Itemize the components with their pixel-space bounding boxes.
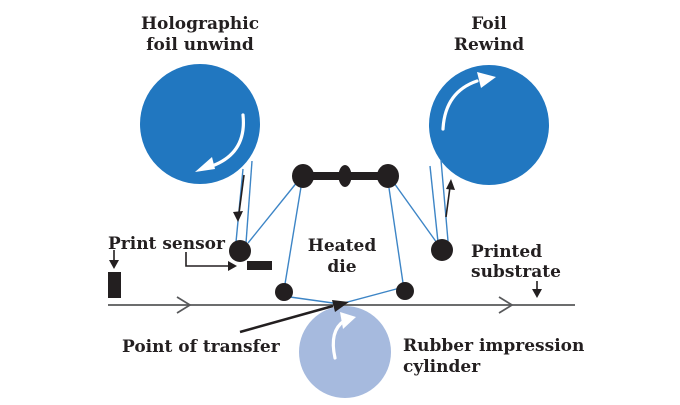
- rubber-cylinder-label-line2: cylinder: [403, 357, 481, 377]
- point-of-transfer-label: Point of transfer: [122, 337, 281, 357]
- foil-down-arrowhead-icon: [233, 211, 243, 222]
- printed-substrate-label-line1: Printed: [471, 242, 542, 262]
- web-direction-chevron-left-icon: [176, 296, 192, 314]
- print-sensor-group: Print sensor: [108, 234, 272, 298]
- idler-roller-right: [431, 239, 453, 261]
- idler-roller-bottom-left: [275, 283, 293, 301]
- foil-up-arrowhead-icon: [446, 179, 455, 190]
- foil-path-segment: [440, 159, 449, 242]
- idler-roller-bottom-right: [396, 282, 414, 300]
- rewind-station: Foil Rewind: [429, 14, 549, 185]
- idler-roller-left: [229, 240, 251, 262]
- rewind-label-line1: Foil: [471, 14, 507, 34]
- idler-rollers: [229, 239, 453, 301]
- die-end-left: [292, 164, 314, 188]
- rubber-cylinder-group: Rubber impression cylinder: [299, 306, 584, 398]
- rubber-rotation-arrowhead-icon: [340, 312, 356, 329]
- rewind-roll: [429, 65, 549, 185]
- foil-down-arrow-icon: [238, 174, 245, 214]
- foil-path-segment: [388, 187, 404, 284]
- point-of-transfer-group: Point of transfer: [122, 300, 349, 357]
- printed-substrate-label-line2: substrate: [471, 262, 561, 282]
- sensor-mark-bar: [247, 261, 272, 270]
- transfer-pointer-arrowhead-icon: [332, 300, 349, 312]
- rubber-impression-cylinder: [299, 306, 391, 398]
- web-direction-chevron-right-icon: [498, 296, 514, 314]
- foil-path-segment: [284, 186, 302, 285]
- print-sensor-pointer-arrowhead-icon: [228, 261, 237, 271]
- printed-substrate-group: Printed substrate: [471, 242, 561, 298]
- foil-web-path: [235, 159, 449, 305]
- rewind-rotation-arrowhead-icon: [477, 72, 496, 88]
- foil-path-segment: [245, 160, 253, 244]
- transfer-pointer-line: [239, 304, 334, 334]
- die-center-hub: [338, 165, 352, 187]
- print-sensor-label: Print sensor: [108, 234, 226, 254]
- rubber-rotation-arrow-icon: [331, 319, 346, 360]
- unwind-rotation-arrow-icon: [210, 113, 246, 168]
- foil-up-arrow-icon: [445, 186, 451, 218]
- unwind-label-line1: Holographic: [141, 14, 259, 34]
- foil-path-segment: [393, 182, 438, 244]
- print-sensor-device: [108, 272, 121, 298]
- rubber-cylinder-label-line1: Rubber impression: [403, 336, 584, 356]
- heated-die-assembly: Heated die: [292, 164, 399, 277]
- heated-die-label-line2: die: [327, 257, 356, 277]
- print-sensor-down-arrowhead-icon: [109, 260, 119, 269]
- rewind-label-line2: Rewind: [454, 35, 524, 55]
- heated-die-label-line1: Heated: [308, 236, 377, 256]
- unwind-station: Holographic foil unwind: [140, 14, 260, 184]
- unwind-rotation-arrowhead-icon: [195, 157, 215, 172]
- rewind-rotation-arrow-icon: [441, 79, 479, 131]
- foil-path-segment: [247, 180, 299, 244]
- printed-substrate-down-arrowhead-icon: [532, 289, 542, 298]
- unwind-label-line2: foil unwind: [146, 35, 254, 55]
- print-sensor-pointer-elbow-icon: [185, 252, 229, 267]
- foil-path-segment: [429, 165, 439, 243]
- foil-direction-arrows: [233, 174, 455, 222]
- die-end-right: [377, 164, 399, 188]
